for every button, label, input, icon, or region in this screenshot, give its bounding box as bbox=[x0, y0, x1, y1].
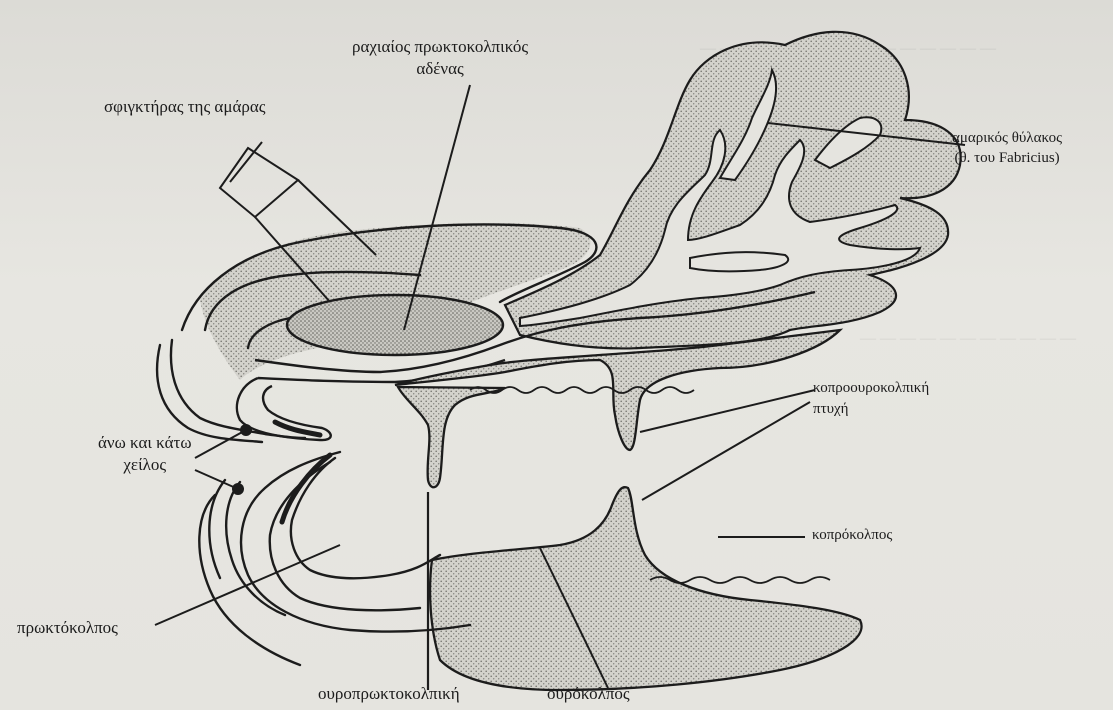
leader-fold-lower bbox=[642, 402, 810, 500]
label-coprodeum: κοπρόκολπος bbox=[812, 524, 892, 546]
label-urodeum: ουρόκολπος bbox=[547, 683, 630, 705]
leader-proctodeum bbox=[155, 545, 340, 625]
label-lips: άνω και κάτω χείλος bbox=[98, 432, 192, 476]
label-lips-line1: άνω και κάτω bbox=[98, 432, 192, 454]
bursa-outline bbox=[505, 32, 961, 349]
label-coprourodeal-fold: κοπροουροκολπική πτυχή bbox=[813, 378, 929, 420]
label-bursa-line1: αμαρικός θύλακος bbox=[952, 128, 1062, 148]
label-lips-line2: χείλος bbox=[98, 454, 192, 476]
label-proctodeum: πρωκτόκολπος bbox=[17, 617, 118, 639]
label-bursa: αμαρικός θύλακος (θ. του Fabricius) bbox=[952, 128, 1062, 168]
label-uroproctodeal: ουροπρωκτοκολπική bbox=[318, 683, 460, 705]
label-spinal-gland: ραχιαίος πρωκτοκολπικός αδένας bbox=[352, 36, 528, 80]
urodeal-septum bbox=[398, 387, 505, 487]
leader-fold-upper bbox=[640, 390, 815, 432]
label-coprourodeal-fold-line1: κοπροουροκολπική bbox=[813, 378, 929, 399]
label-bursa-line2: (θ. του Fabricius) bbox=[952, 148, 1062, 168]
ventral-margin bbox=[650, 577, 830, 583]
coprodeum-upper-margin bbox=[470, 387, 694, 393]
label-coprourodeal-fold-line2: πτυχή bbox=[813, 399, 929, 420]
leader-lips-lower bbox=[195, 470, 238, 489]
label-spinal-gland-line2: αδένας bbox=[352, 58, 528, 80]
bursa-of-fabricius bbox=[505, 32, 961, 349]
spinal-gland bbox=[287, 295, 503, 355]
label-spinal-gland-line1: ραχιαίος πρωκτοκολπικός bbox=[352, 36, 528, 58]
ventral-tissue bbox=[430, 487, 861, 690]
label-sphincter: σφιγκτήρας της αμάρας bbox=[104, 96, 265, 118]
